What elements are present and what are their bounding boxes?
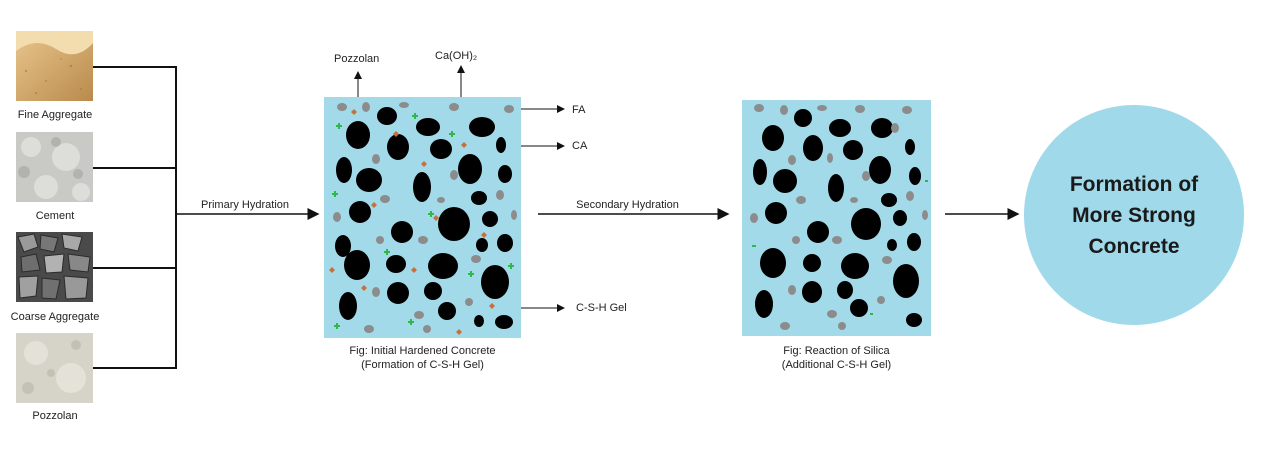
strong-concrete-result-circle: Formation of More Strong Concrete	[1024, 105, 1244, 325]
material-label-cement: Cement	[35, 210, 75, 222]
cement-image	[16, 132, 93, 202]
material-label-pozzolan: Pozzolan	[32, 410, 78, 422]
fa-annotation: FA	[572, 104, 586, 116]
panel1-particles	[329, 102, 517, 335]
material-label-fine-aggregate: Fine Aggregate	[17, 109, 93, 121]
panel1-caption-line2: (Formation of C-S-H Gel)	[361, 359, 484, 371]
pozzolan-annotation: Pozzolan	[334, 53, 380, 65]
fine-aggregate-image	[16, 31, 93, 101]
pozzolan-image	[16, 333, 93, 403]
primary-hydration-label: Primary Hydration	[200, 199, 290, 211]
reaction-of-silica-panel	[742, 100, 931, 336]
panel2-caption-line1: Fig: Reaction of Silica	[783, 345, 890, 357]
connector-cement	[93, 167, 176, 169]
panel2-particles	[750, 104, 928, 330]
ca-annotation: CA	[572, 140, 588, 152]
csh-gel-annotation: C-S-H Gel	[576, 302, 627, 314]
bracket-vertical-line	[175, 66, 177, 369]
connector-fine-aggregate	[93, 66, 176, 68]
coarse-aggregate-image	[16, 232, 93, 302]
panel1-caption: Fig: Initial Hardened Concrete (Formatio…	[320, 344, 525, 372]
initial-hardened-concrete-panel	[324, 97, 521, 338]
connector-coarse-aggregate	[93, 267, 176, 269]
secondary-hydration-label: Secondary Hydration	[576, 199, 679, 211]
caoh2-annotation: Ca(OH)₂	[435, 50, 478, 62]
panel1-caption-line1: Fig: Initial Hardened Concrete	[349, 345, 496, 357]
panel2-caption-line2: (Additional C-S-H Gel)	[781, 359, 892, 371]
connector-pozzolan	[93, 367, 176, 369]
result-text: Formation of More Strong Concrete	[1069, 172, 1199, 258]
panel2-caption: Fig: Reaction of Silica (Additional C-S-…	[738, 344, 935, 372]
material-label-coarse-aggregate: Coarse Aggregate	[10, 311, 100, 323]
